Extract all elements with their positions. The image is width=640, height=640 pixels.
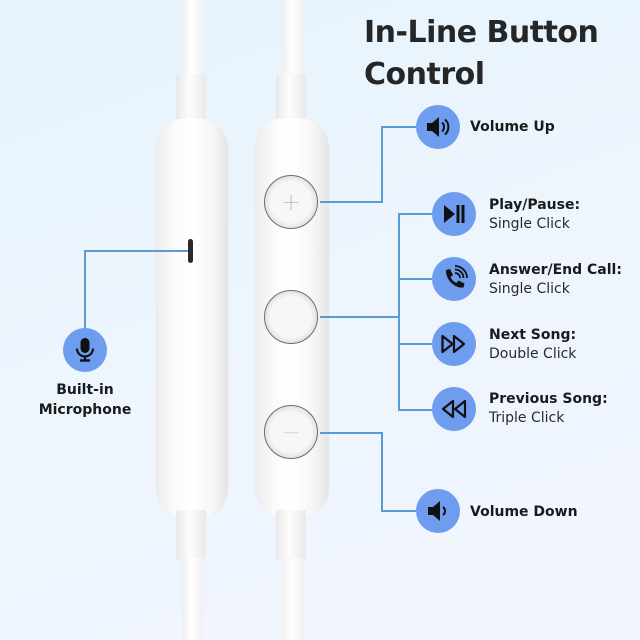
volume-down-button[interactable]: — xyxy=(264,405,318,459)
call-badge xyxy=(432,257,476,301)
call-text: Answer/End Call: Single Click xyxy=(489,261,622,299)
right-cable-top xyxy=(282,0,304,80)
next-track-icon xyxy=(441,334,466,354)
right-cable-bottom xyxy=(282,558,304,640)
previous-song-action: Triple Click xyxy=(489,410,565,426)
minus-icon: — xyxy=(283,422,299,441)
left-strain-relief-bottom xyxy=(176,510,206,560)
volume-up-icon xyxy=(427,117,450,137)
next-song-text: Next Song: Double Click xyxy=(489,326,576,364)
previous-track-icon xyxy=(441,399,467,419)
next-song-title: Next Song: xyxy=(489,327,577,343)
branch-play xyxy=(398,213,432,215)
mic-connector-v xyxy=(84,250,86,330)
play-pause-badge xyxy=(432,192,476,236)
play-pause-icon xyxy=(444,205,465,223)
left-cable-top xyxy=(182,0,204,80)
right-strain-relief-bottom xyxy=(276,510,306,560)
microphone-badge xyxy=(63,328,107,372)
page-title: In-Line Button Control xyxy=(364,12,634,96)
play-pause-text: Play/Pause: Single Click xyxy=(489,196,580,234)
call-title: Answer/End Call: xyxy=(489,262,622,278)
branch-next xyxy=(398,343,432,345)
call-action: Single Click xyxy=(489,281,570,297)
previous-song-text: Previous Song: Triple Click xyxy=(489,390,608,428)
microphone-icon xyxy=(75,338,95,362)
plus-icon: + xyxy=(280,188,302,216)
branch-prev xyxy=(398,409,432,411)
play-pause-action: Single Click xyxy=(489,216,570,232)
vol-up-connector-v xyxy=(381,126,383,203)
title-line-2: Control xyxy=(364,57,485,92)
vol-down-connector-h2 xyxy=(381,510,417,512)
volume-down-badge xyxy=(416,489,460,533)
previous-song-title: Previous Song: xyxy=(489,391,608,407)
microphone-slot xyxy=(188,239,193,263)
volume-up-label: Volume Up xyxy=(470,119,555,135)
volume-down-icon xyxy=(428,501,446,521)
center-button[interactable] xyxy=(264,290,318,344)
left-strain-relief-top xyxy=(176,74,206,124)
next-song-action: Double Click xyxy=(489,346,577,362)
center-connector-h xyxy=(320,316,400,318)
volume-down-label: Volume Down xyxy=(470,504,578,520)
title-line-1: In-Line Button xyxy=(364,15,599,50)
vol-down-connector-h1 xyxy=(320,432,382,434)
next-song-badge xyxy=(432,322,476,366)
vol-down-connector-v xyxy=(381,432,383,512)
right-strain-relief-top xyxy=(276,74,306,124)
microphone-label: Built-in Microphone xyxy=(38,382,132,418)
previous-song-badge xyxy=(432,387,476,431)
volume-up-badge xyxy=(416,105,460,149)
center-connector-v xyxy=(398,213,400,411)
phone-call-icon xyxy=(445,265,468,288)
branch-call xyxy=(398,278,432,280)
vol-up-connector-h2 xyxy=(381,126,417,128)
left-cable-bottom xyxy=(182,558,204,640)
microphone-remote xyxy=(156,118,228,518)
play-pause-title: Play/Pause: xyxy=(489,197,581,213)
vol-up-connector-h1 xyxy=(320,201,382,203)
mic-connector-h xyxy=(84,250,188,252)
volume-up-button[interactable]: + xyxy=(264,175,318,229)
